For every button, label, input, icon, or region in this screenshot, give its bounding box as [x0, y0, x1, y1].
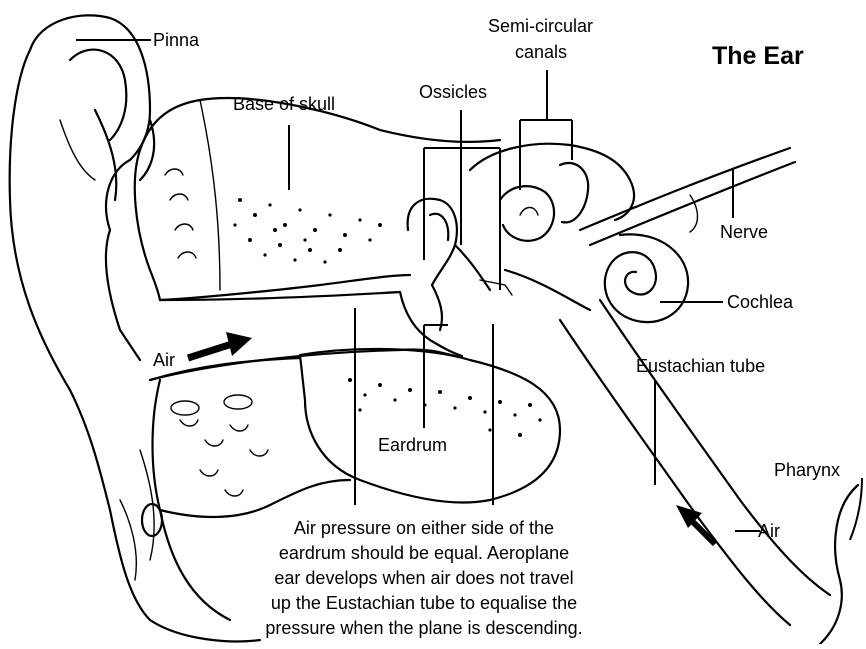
- caption-line-2: eardrum should be equal. Aeroplane: [279, 543, 569, 563]
- ossicles-shape: [400, 199, 512, 356]
- pinna-shape: [10, 15, 260, 641]
- caption-line-4: up the Eustachian tube to equalise the: [271, 593, 577, 613]
- label-semicircular-1: Semi-circular: [488, 16, 593, 36]
- caption: Air pressure on either side of the eardr…: [265, 518, 582, 638]
- caption-line-1: Air pressure on either side of the: [294, 518, 554, 538]
- label-air-tube: Air: [758, 521, 780, 541]
- air-arrow-tube: [676, 505, 715, 544]
- bone-texture: [233, 198, 541, 437]
- air-arrow-outer: [188, 332, 252, 358]
- caption-line-3: ear develops when air does not travel: [274, 568, 573, 588]
- leader-lines: [76, 40, 862, 540]
- label-ossicles: Ossicles: [419, 82, 487, 102]
- label-semicircular-2: canals: [515, 42, 567, 62]
- label-base-of-skull: Base of skull: [233, 94, 335, 114]
- caption-line-5: pressure when the plane is descending.: [265, 618, 582, 638]
- ear-canal: [150, 292, 455, 380]
- label-eardrum: Eardrum: [378, 435, 447, 455]
- label-eustachian-tube: Eustachian tube: [636, 356, 765, 376]
- label-nerve: Nerve: [720, 222, 768, 242]
- label-pharynx: Pharynx: [774, 460, 840, 480]
- skull-bone: [135, 98, 560, 517]
- label-air-outer: Air: [153, 350, 175, 370]
- label-pinna: Pinna: [153, 30, 200, 50]
- diagram-title: The Ear: [712, 42, 804, 70]
- label-cochlea: Cochlea: [727, 292, 794, 312]
